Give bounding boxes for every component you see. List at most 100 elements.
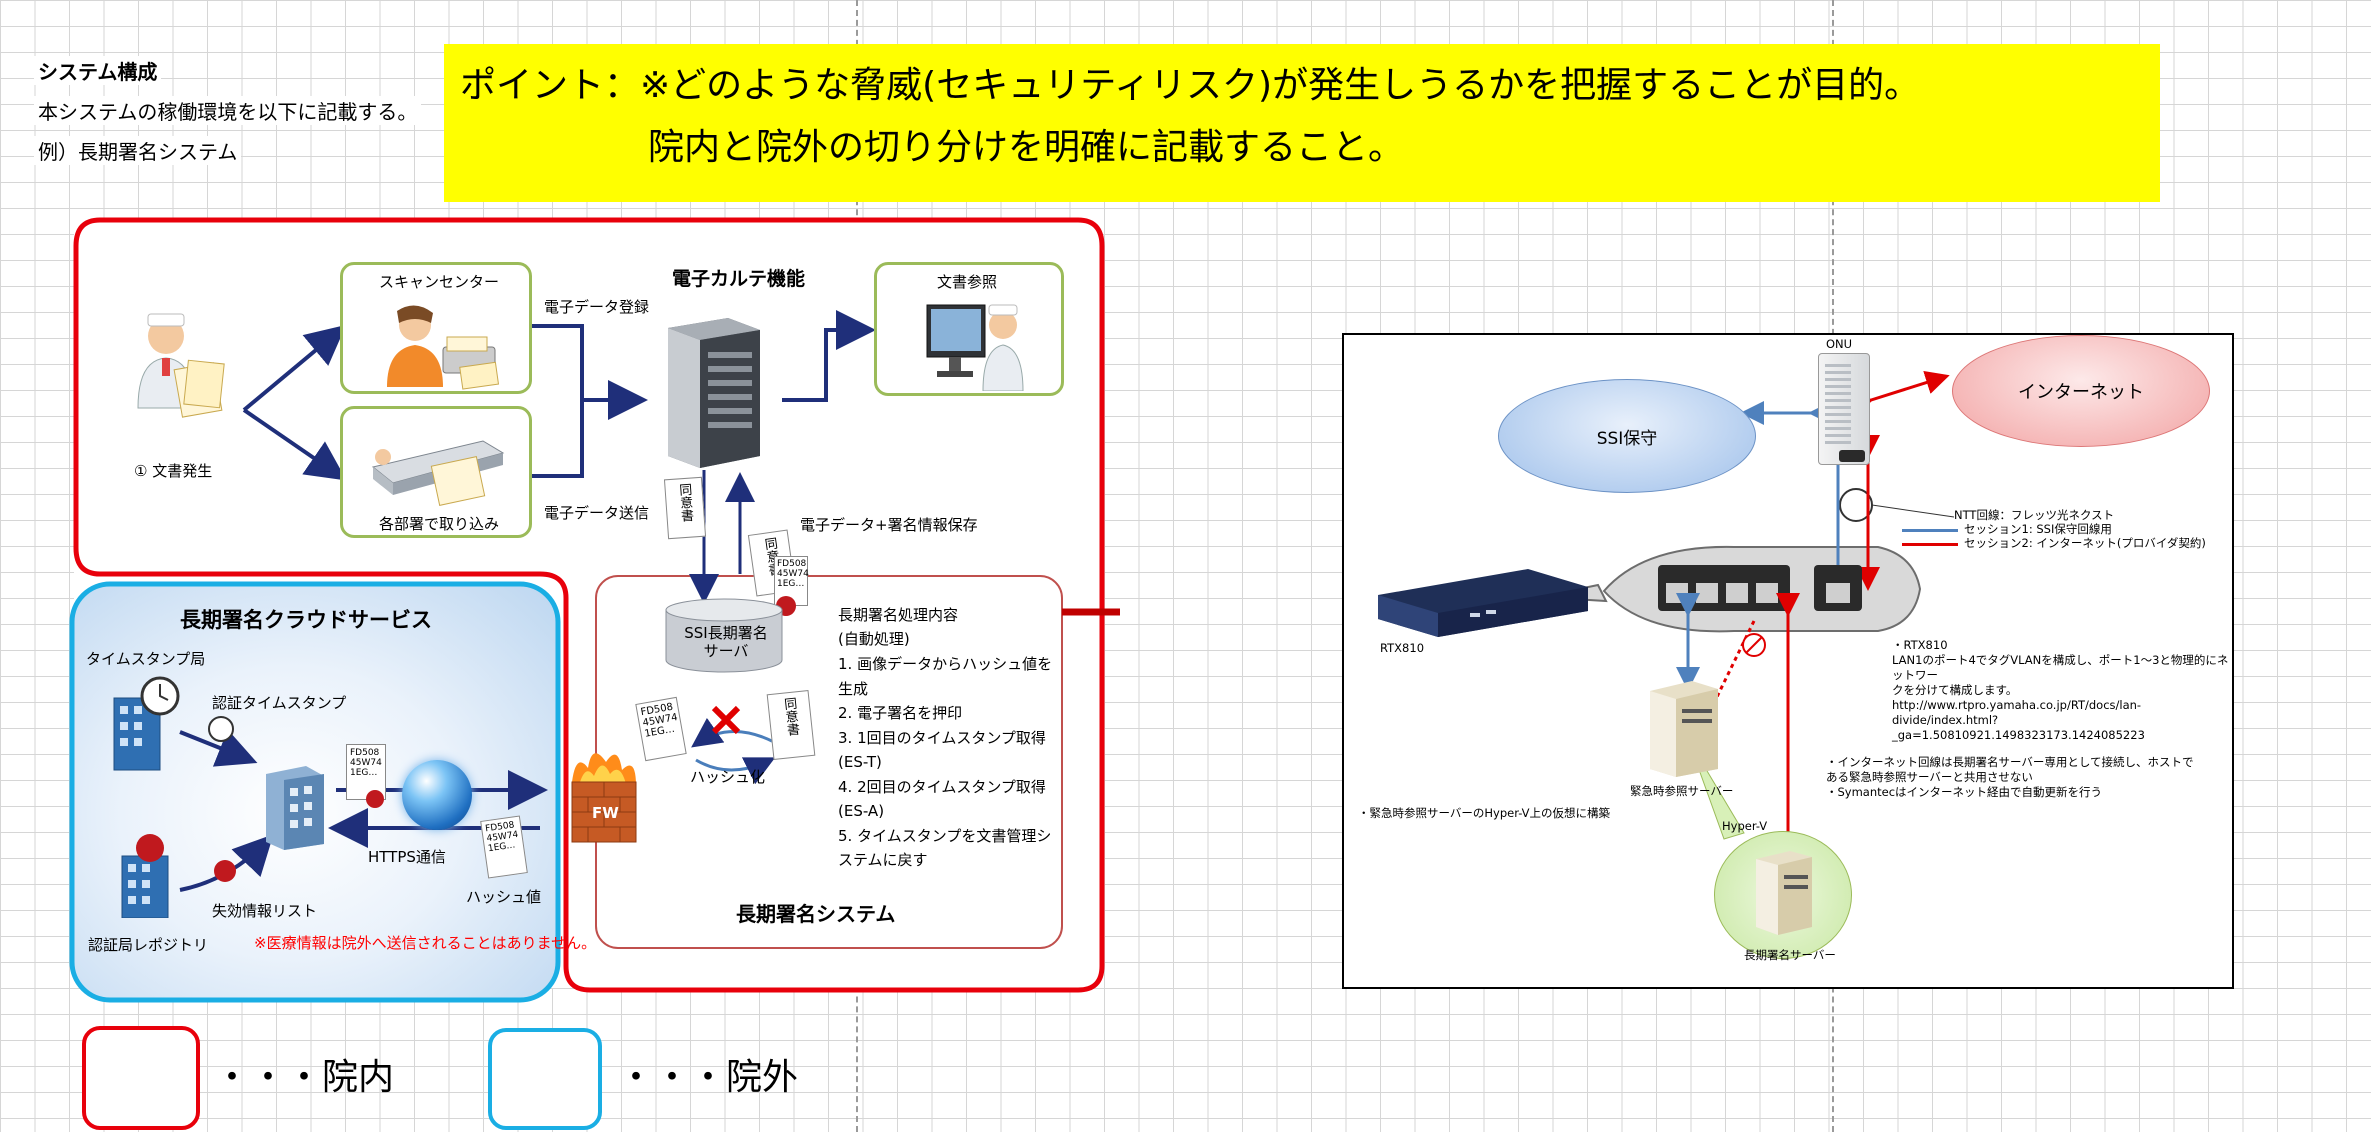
section-title: システム構成: [34, 56, 162, 85]
tsa-server-building-icon: [260, 764, 330, 850]
legend-outside-swatch: [488, 1028, 602, 1130]
timestamp-station-label: タイムスタンプ局: [86, 650, 206, 668]
onu-base: [1839, 450, 1865, 462]
ssi-server-icon: SSI長期署名サーバ: [664, 598, 784, 676]
internet-note-line: ・Symantecはインターネット経由で自動更新を行う: [1826, 785, 2103, 799]
inside-boundary: [73, 217, 1105, 993]
proc-step: 1. 画像データからハッシュ値を: [838, 655, 1053, 673]
proc-step: ステムに戻す: [838, 851, 928, 869]
session1-line: [1902, 529, 1958, 532]
section-description: 本システムの稼働環境を以下に記載する。: [34, 96, 422, 125]
internet-note-line: ・インターネット回線は長期署名サーバー専用として接続し、ホストで: [1826, 755, 2194, 769]
seal-icon: [214, 860, 236, 882]
rtx-note-line: http://www.rtpro.yamaha.co.jp/RT/docs/la…: [1892, 698, 2142, 712]
scan-center-box: スキャンセンター: [340, 262, 532, 394]
hashing-label: ハッシュ化: [690, 768, 766, 786]
callout-line-2: 院内と院外の切り分けを明確に記載すること。: [648, 127, 1405, 168]
consent-doc-1: 同意書: [663, 476, 707, 540]
seal-icon: [366, 790, 384, 808]
network-svg: [1539, 370, 1955, 921]
data-register-label: 電子データ登録: [544, 298, 650, 316]
router-label: RTX810: [1380, 641, 1425, 655]
point-callout: ポイント：※どのような脅威(セキュリティリスク)が発生しうるかを把握することが目…: [444, 44, 2160, 202]
doc-reference-box: 文書参照: [874, 262, 1064, 396]
left-diagram-svg: [69, 217, 1120, 1003]
legend-inside-swatch: [82, 1026, 200, 1130]
hash-doc-text: FD508 45W74 1EG…: [350, 748, 382, 778]
onu-vent: [1825, 364, 1851, 444]
cert-repo-label: 認証局レポジトリ: [88, 936, 209, 954]
example-label: 例）長期署名システム: [34, 136, 242, 165]
ssi-server-label: SSI長期署名サーバ: [684, 624, 768, 660]
ssi-maintenance-label: SSI保守: [1596, 428, 1658, 449]
privacy-notice: ※医療情報は院外へ送信されることはありません。: [254, 934, 597, 952]
emergency-server-label: 緊急時参照サーバー: [1630, 784, 1734, 798]
doc-origin-label: ① 文書発生: [134, 462, 213, 480]
session1-label: セッション1: SSI保守回線用: [1964, 522, 2112, 536]
revocation-label: 失効情報リスト: [212, 902, 318, 920]
proc-step: 4. 2回目のタイムスタンプ取得: [838, 777, 1046, 796]
consent-doc-label: 同意書: [675, 482, 694, 523]
repository-building-icon: [114, 832, 184, 919]
system-title: 長期署名システム: [736, 902, 896, 926]
firewall-label: FW: [592, 804, 619, 822]
proc-step: 5. タイムスタンプを文書管理シ: [838, 826, 1052, 845]
save-label: 電子データ+署名情報保存: [800, 516, 978, 534]
doctor-icon: [126, 308, 226, 418]
proc-step: 3. 1回目のタイムスタンプ取得: [838, 728, 1046, 747]
https-label: HTTPS通信: [368, 848, 446, 866]
hash-doc-text: FD508 45W74 1EG…: [484, 820, 519, 855]
data-send-label: 電子データ送信: [544, 504, 650, 522]
internet-node: インターネット: [1952, 335, 2210, 447]
router-device-icon: [1378, 567, 1588, 637]
rtx-note-line: LAN1のポート4でタグVLANを構成し、ポート1～3と物理的にネットワー: [1892, 653, 2229, 682]
consent-doc-label: 同意書: [780, 696, 800, 737]
network-diagram: SSI保守 インターネット ONU NTT回線：フレッツ光ネクスト セッション1…: [1342, 333, 2234, 989]
doctor-monitor-icon: [926, 304, 1024, 391]
cert-timestamp-label: 認証タイムスタンプ: [212, 694, 347, 712]
callout-line-1: ポイント：※どのような脅威(セキュリティリスク)が発生しうるかを把握することが目…: [460, 65, 1921, 106]
proc-step: 生成: [838, 679, 869, 698]
emergency-server-icon: [1646, 677, 1722, 777]
proc-step: (ES-T): [838, 753, 882, 771]
proc-steps: 1. 画像データからハッシュ値を 生成 2. 電子署名を押印 3. 1回目のタイ…: [838, 652, 1052, 873]
cloud-title: 長期署名クラウドサービス: [180, 608, 432, 632]
hash-doc-text: FD508 45W74 1EG…: [639, 701, 679, 740]
legend-outside-label: ・・・院外: [618, 1057, 799, 1098]
globe-icon: [402, 760, 472, 830]
ssi-maintenance-node: SSI保守: [1498, 379, 1756, 493]
clock-icon: [208, 716, 234, 742]
rtx-note-line: クを分けて構成します。: [1892, 683, 2018, 697]
scan-center-label: スキャンセンター: [379, 273, 500, 291]
ehr-server-icon: [650, 318, 770, 468]
internet-label: インターネット: [2018, 382, 2144, 403]
dept-import-box: 各部署で取り込み: [340, 406, 532, 538]
hash-doc-icon: FD508 45W74 1EG…: [480, 815, 528, 879]
proc-step: 2. 電子署名を押印: [838, 704, 963, 722]
timestamp-building-icon: [108, 676, 188, 772]
hyperv-note: ・緊急時参照サーバーのHyper-V上の仮想に構築: [1358, 806, 1611, 820]
rtx-note-title: ・RTX810: [1892, 638, 1948, 652]
ehr-function-title: 電子カルテ機能: [672, 268, 806, 290]
ltsig-server-label: 長期署名サーバー: [1744, 948, 1836, 962]
dept-import-label: 各部署で取り込み: [379, 515, 500, 533]
proc-step: (ES-A): [838, 802, 885, 820]
hyperv-label: Hyper-V: [1722, 819, 1768, 833]
session2-line: [1902, 543, 1958, 546]
internet-note-line: ある緊急時参照サーバーと共用させない: [1826, 770, 2033, 784]
outside-boundary: [69, 581, 561, 1003]
internet-note: ・インターネット回線は長期署名サーバー専用として接続し、ホストで ある緊急時参照…: [1826, 755, 2194, 800]
proc-auto: (自動処理): [838, 630, 910, 648]
ltsig-server-icon: [1752, 847, 1816, 935]
hash-value-label: ハッシュ値: [466, 888, 542, 906]
onu-device-icon: [1818, 353, 1870, 465]
hash-doc-text: FD508 45W74 1EG…: [777, 559, 809, 589]
doc-reference-label: 文書参照: [937, 273, 998, 291]
session2-label: セッション2: インターネット(プロバイダ契約): [1964, 536, 2206, 550]
scan-person-icon: [387, 305, 500, 390]
firewall-icon: FW: [566, 742, 644, 850]
hash-doc-right: 同意書: [766, 689, 816, 761]
rtx-note: LAN1のポート4でタグVLANを構成し、ポート1～3と物理的にネットワー クを…: [1892, 653, 2232, 743]
proc-title: 長期署名処理内容: [838, 606, 959, 624]
onu-label: ONU: [1826, 337, 1853, 351]
